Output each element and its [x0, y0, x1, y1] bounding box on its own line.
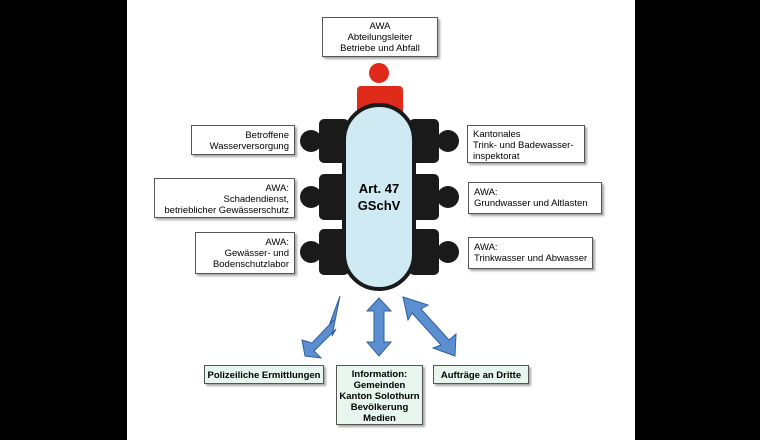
chair-left-2-seat — [319, 174, 349, 220]
chair-right-1-back — [437, 130, 459, 152]
chair-left-2-back — [300, 186, 322, 208]
head-person-head — [369, 63, 389, 83]
bottom-box-police: Polizeiliche Ermittlungen — [204, 365, 324, 384]
right-box-1: Kantonales Trink- und Badewasser- inspek… — [467, 125, 585, 163]
left-box-1: Betroffene Wasserversorgung — [191, 125, 295, 155]
arrow-center — [365, 297, 393, 357]
arrows — [301, 295, 457, 359]
chair-left-3-back — [300, 241, 322, 263]
right-box-2: AWA: Grundwasser und Altlasten — [468, 182, 602, 214]
chair-right-2-seat — [409, 174, 439, 220]
right-box-3: AWA: Trinkwasser und Abwasser — [468, 237, 593, 269]
diagram-canvas: Art. 47 GSchV AWA Abteilungsleiter Betri… — [127, 0, 635, 440]
chair-right-3-back — [437, 241, 459, 263]
left-box-3: AWA: Gewässer- und Bodenschutzlabor — [195, 232, 295, 274]
table-label: Art. 47 GSchV — [357, 181, 401, 213]
arrow-right — [402, 296, 457, 357]
bottom-box-third-parties: Aufträge an Dritte — [433, 365, 529, 384]
chairs-left — [300, 119, 349, 275]
chair-right-1-seat — [409, 119, 439, 163]
head-box: AWA Abteilungsleiter Betriebe und Abfall — [322, 17, 438, 57]
chair-left-1-back — [300, 130, 322, 152]
chairs-right — [409, 119, 459, 275]
bottom-box-information: Information: Gemeinden Kanton Solothurn … — [336, 365, 423, 425]
chair-left-1-seat — [319, 119, 349, 163]
chair-right-2-back — [437, 186, 459, 208]
chair-right-3-seat — [409, 229, 439, 275]
left-box-2: AWA: Schadendienst, betrieblicher Gewäss… — [154, 178, 295, 218]
conference-table — [342, 103, 416, 291]
chair-left-3-seat — [319, 229, 349, 275]
arrow-left — [301, 295, 341, 359]
diagram-graphics — [300, 63, 459, 359]
